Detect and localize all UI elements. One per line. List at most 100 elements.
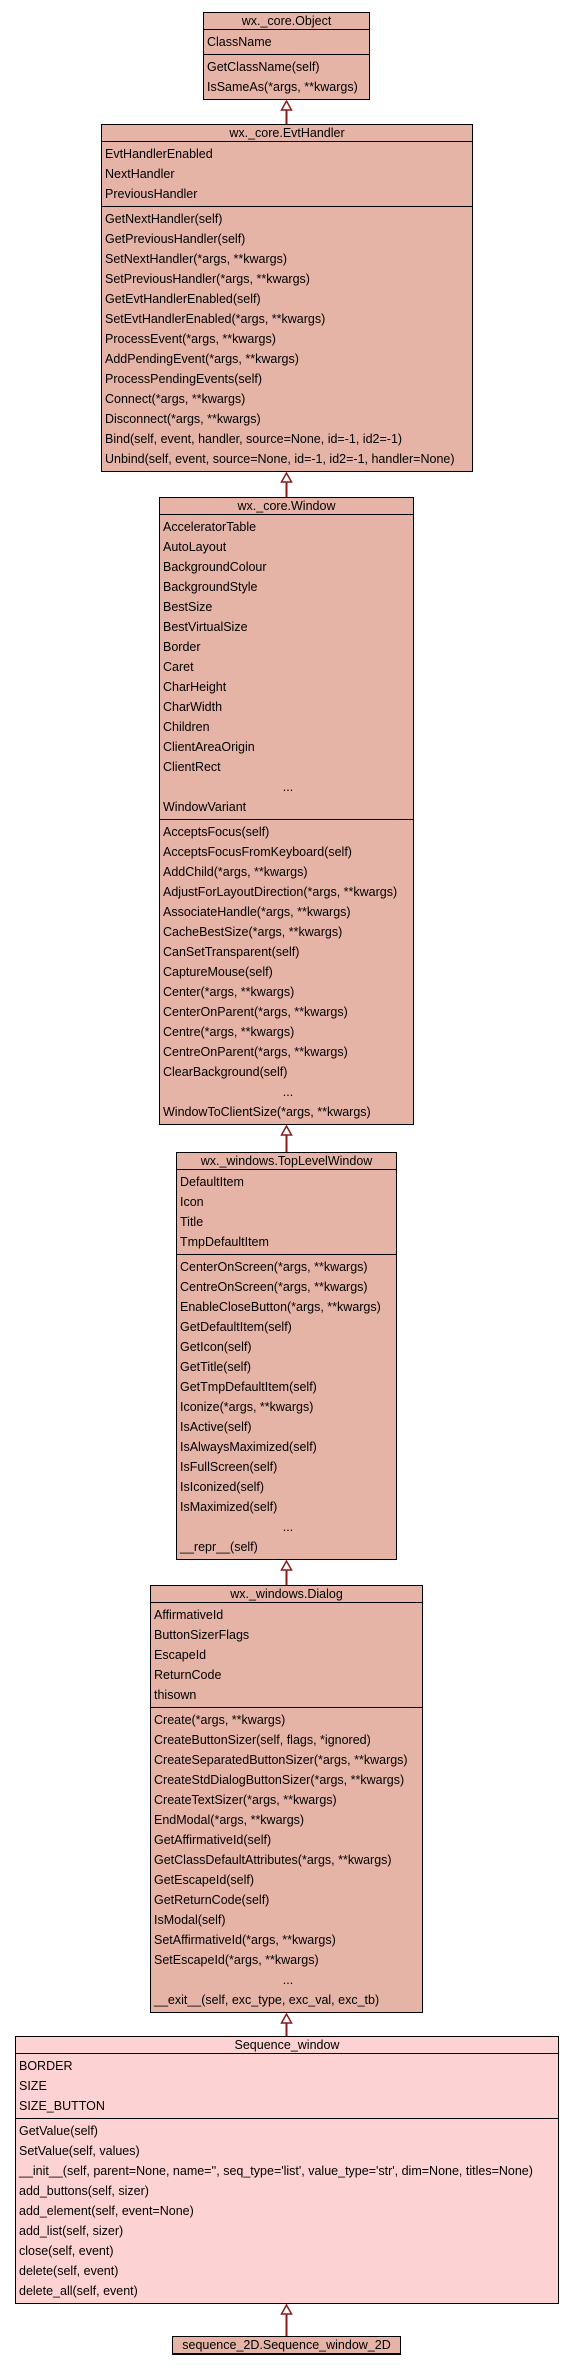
method-item: EndModal(*args, **kwargs) xyxy=(154,1813,305,1827)
method-item: GetDefaultItem(self) xyxy=(180,1320,292,1334)
method-item: CreateSeparatedButtonSizer(*args, **kwar… xyxy=(154,1753,408,1767)
attribute-item: CharHeight xyxy=(163,680,227,694)
attribute-item: BestSize xyxy=(163,600,213,614)
attribute-item: AcceleratorTable xyxy=(163,520,257,534)
attribute-item: Children xyxy=(163,720,210,734)
method-item: CenterOnParent(*args, **kwargs) xyxy=(163,1005,348,1019)
method-item: Center(*args, **kwargs) xyxy=(163,985,295,999)
method-item: SetEscapeId(*args, **kwargs) xyxy=(154,1953,319,1967)
class-title: sequence_2D.Sequence_window_2D xyxy=(173,2337,400,2354)
method-item: EnableCloseButton(*args, **kwargs) xyxy=(180,1300,381,1314)
method-item: AddChild(*args, **kwargs) xyxy=(163,865,308,879)
method-item: SetNextHandler(*args, **kwargs) xyxy=(105,252,288,266)
inheritance-arrowhead xyxy=(280,1559,293,1571)
method-item: ... xyxy=(282,1520,294,1534)
class-title: wx._windows.TopLevelWindow xyxy=(177,1153,396,1170)
inheritance-arrowhead xyxy=(280,2012,293,2024)
method-item: CreateTextSizer(*args, **kwargs) xyxy=(154,1793,337,1807)
method-item: SetAffirmativeId(*args, **kwargs) xyxy=(154,1933,336,1947)
attribute-item: Title xyxy=(180,1215,204,1229)
method-item: CenterOnScreen(*args, **kwargs) xyxy=(180,1260,368,1274)
methods-section: GetNextHandler(self)GetPreviousHandler(s… xyxy=(102,207,472,471)
class-title: wx._core.Object xyxy=(204,13,369,30)
attribute-item: ClassName xyxy=(207,35,272,49)
method-item: add_buttons(self, sizer) xyxy=(19,2184,149,2198)
method-item: CentreOnScreen(*args, **kwargs) xyxy=(180,1280,368,1294)
method-item: CanSetTransparent(self) xyxy=(163,945,300,959)
method-item: AcceptsFocusFromKeyboard(self) xyxy=(163,845,352,859)
method-item: IsModal(self) xyxy=(154,1913,226,1927)
method-item: GetTitle(self) xyxy=(180,1360,252,1374)
method-item: __exit__(self, exc_type, exc_val, exc_tb… xyxy=(154,1993,380,2007)
method-item: __repr__(self) xyxy=(180,1540,258,1554)
method-item: GetValue(self) xyxy=(19,2124,98,2138)
method-item: GetAffirmativeId(self) xyxy=(154,1833,272,1847)
inheritance-arrowhead xyxy=(280,2303,293,2315)
attribute-item: PreviousHandler xyxy=(105,187,198,201)
method-item: GetTmpDefaultItem(self) xyxy=(180,1380,317,1394)
attribute-item: ButtonSizerFlags xyxy=(154,1628,250,1642)
method-item: IsFullScreen(self) xyxy=(180,1460,278,1474)
attribute-item: thisown xyxy=(154,1688,197,1702)
method-item: Create(*args, **kwargs) xyxy=(154,1713,286,1727)
method-item: GetClassName(self) xyxy=(207,60,320,74)
attribute-item: BackgroundStyle xyxy=(163,580,258,594)
attribute-item: BestVirtualSize xyxy=(163,620,248,634)
method-item: IsMaximized(self) xyxy=(180,1500,278,1514)
method-item: AcceptsFocus(self) xyxy=(163,825,270,839)
method-item: SetPreviousHandler(*args, **kwargs) xyxy=(105,272,310,286)
method-item: Connect(*args, **kwargs) xyxy=(105,392,246,406)
method-item: add_element(self, event=None) xyxy=(19,2204,194,2218)
class-title: Sequence_window xyxy=(16,2037,558,2054)
method-item: GetEscapeId(self) xyxy=(154,1873,255,1887)
attribute-item: TmpDefaultItem xyxy=(180,1235,269,1249)
attribute-item: Caret xyxy=(163,660,194,674)
method-item: IsActive(self) xyxy=(180,1420,252,1434)
method-item: ProcessPendingEvents(self) xyxy=(105,372,263,386)
methods-section: CenterOnScreen(*args, **kwargs) CentreOnS… xyxy=(177,1255,396,1559)
methods-section: Create(*args, **kwargs)CreateButtonSizer… xyxy=(151,1708,422,2012)
method-item: AdjustForLayoutDirection(*args, **kwargs… xyxy=(163,885,398,899)
methods-section: GetValue(self) SetValue(self, values) __in… xyxy=(16,2119,558,2303)
method-item: GetIcon(self) xyxy=(180,1340,252,1354)
class-title: wx._core.Window xyxy=(160,498,413,515)
method-item: CentreOnParent(*args, **kwargs) xyxy=(163,1045,348,1059)
attribute-item: SIZE xyxy=(19,2079,47,2093)
method-item: add_list(self, sizer) xyxy=(19,2224,124,2238)
attributes-section: ClassName xyxy=(204,30,369,55)
method-item: IsSameAs(*args, **kwargs) xyxy=(207,80,358,94)
attribute-item: AffirmativeId xyxy=(154,1608,224,1622)
method-item: WindowToClientSize(*args, **kwargs) xyxy=(163,1105,371,1119)
inheritance-arrowhead xyxy=(280,1124,293,1136)
class-box-seq2d: sequence_2D.Sequence_window_2D xyxy=(172,2336,401,2355)
attribute-item: ClientAreaOrigin xyxy=(163,740,255,754)
attribute-item: Icon xyxy=(180,1195,204,1209)
method-item: GetClassDefaultAttributes(*args, **kwarg… xyxy=(154,1853,392,1867)
inheritance-arrowhead xyxy=(280,99,293,111)
method-item: Centre(*args, **kwargs) xyxy=(163,1025,295,1039)
methods-section: GetClassName(self) IsSameAs(*args, **kwar… xyxy=(204,55,369,99)
method-item: ClearBackground(self) xyxy=(163,1065,288,1079)
method-item: GetEvtHandlerEnabled(self) xyxy=(105,292,261,306)
attribute-item: NextHandler xyxy=(105,167,175,181)
method-item: ... xyxy=(282,1973,294,1987)
attribute-item: BORDER xyxy=(19,2059,73,2073)
method-item: CacheBestSize(*args, **kwargs) xyxy=(163,925,343,939)
method-item: Unbind(self, event, source=None, id=-1, … xyxy=(105,452,455,466)
method-item: __init__(self, parent=None, name='', seq… xyxy=(19,2164,533,2178)
method-item: SetValue(self, values) xyxy=(19,2144,140,2158)
method-item: ProcessEvent(*args, **kwargs) xyxy=(105,332,276,346)
method-item: close(self, event) xyxy=(19,2244,114,2258)
method-item: IsIconized(self) xyxy=(180,1480,265,1494)
attribute-item: DefaultItem xyxy=(180,1175,244,1189)
attribute-item: EvtHandlerEnabled xyxy=(105,147,213,161)
